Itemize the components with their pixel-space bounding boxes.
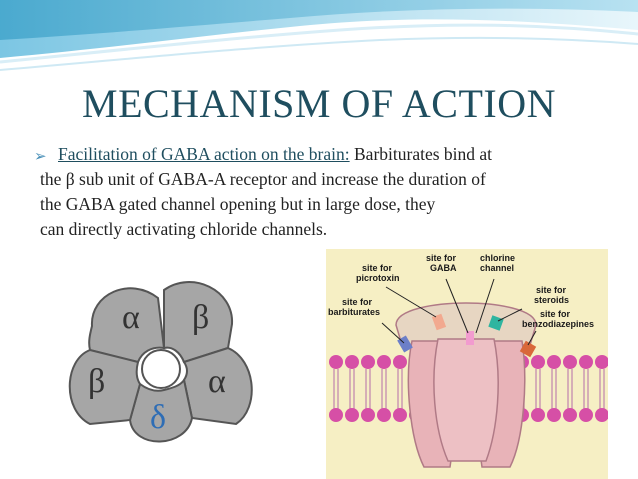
label-barbiturates-1: site for [342,297,373,307]
subunit-label-alpha-2: α [208,363,226,400]
label-chlorine-2: channel [480,263,514,273]
label-gaba-1: site for [426,253,457,263]
label-benzodiazepines-1: site for [540,309,571,319]
label-picrotoxin-2: picrotoxin [356,273,400,283]
header-wave-decoration [0,0,638,80]
subunit-label-beta-2: β [88,363,105,400]
arrow-bullet-icon: ➢ [34,144,47,169]
bullet-line-4: can directly activating chloride channel… [40,217,612,242]
subunit-label-alpha-1: α [122,299,140,336]
gaba-site [466,331,474,345]
label-benzodiazepines-2: benzodiazepines [522,319,594,329]
bullet-line-1: Facilitation of GABA action on the brain… [40,142,612,167]
subunit-label-delta: δ [150,399,166,436]
slide-title: MECHANISM OF ACTION [0,80,638,127]
subunit-label-beta-1: β [192,299,209,336]
bullet-line-1-rest: Barbiturates bind at [350,144,492,164]
label-picrotoxin-1: site for [362,263,393,273]
bullet-line-3: the GABA gated channel opening but in la… [40,192,612,217]
label-chlorine-1: chlorine [480,253,515,263]
gaba-a-receptor-figure: site for picrotoxin site for GABA chlori… [326,249,608,479]
label-gaba-2: GABA [430,263,457,273]
bullet-lead-phrase: Facilitation of GABA action on the brain… [58,144,350,164]
label-steroids-1: site for [536,285,567,295]
label-barbiturates-2: barbiturates [328,307,380,317]
gaba-a-subunit-rosette: α β α δ β [60,268,260,458]
label-steroids-2: steroids [534,295,569,305]
bullet-paragraph: ➢ Facilitation of GABA action on the bra… [40,142,612,242]
bullet-line-2: the β sub unit of GABA-A receptor and in… [40,167,612,192]
central-pore [142,350,180,388]
